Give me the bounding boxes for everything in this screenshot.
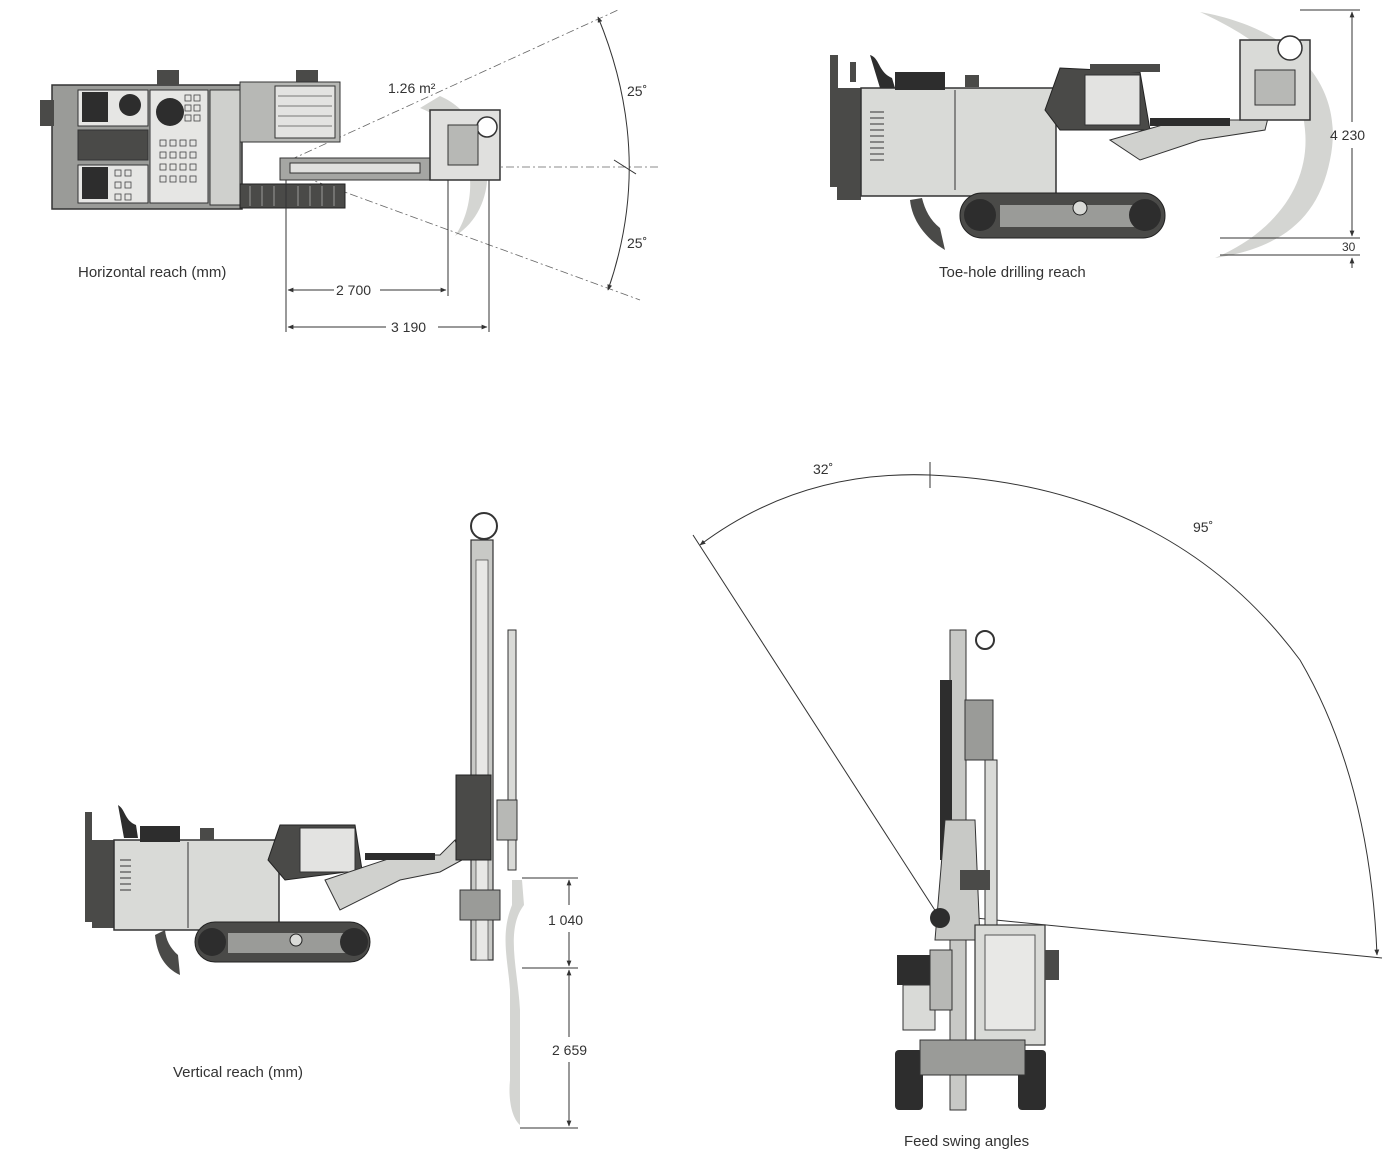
feed-swing-caption: Feed swing angles (904, 1133, 1029, 1150)
horizontal-angle-upper: 25˚ (627, 83, 647, 99)
horizontal-dim-inner: 2 700 (336, 282, 371, 298)
vertical-dim-upper: 1 040 (548, 912, 583, 928)
horizontal-caption: Horizontal reach (mm) (78, 264, 226, 281)
vertical-reach-zone (505, 880, 524, 1125)
machine-side-view-vertical (85, 512, 518, 975)
vertical-reach-panel: 1 040 2 659 Vertical reach (mm) (85, 512, 587, 1129)
feed-swing-panel: 32˚ 95˚ Feed swing angles (692, 461, 1383, 1150)
horizontal-angle-lower: 25˚ (627, 235, 647, 251)
vertical-caption: Vertical reach (mm) (173, 1064, 303, 1081)
vertical-dim-lower: 2 659 (552, 1042, 587, 1058)
toe-hole-dim-below: 30 (1342, 240, 1356, 254)
feed-swing-arc (699, 474, 1380, 956)
horizontal-dim-outer: 3 190 (391, 319, 426, 335)
toe-hole-caption: Toe-hole drilling reach (939, 264, 1086, 281)
horizontal-reach-panel: 1.26 m² 25˚ 25˚ 2 700 3 190 Horizontal r… (40, 9, 660, 335)
machine-side-view-top (830, 35, 1311, 250)
horizontal-area-label: 1.26 m² (388, 80, 436, 96)
toe-hole-dim-height: 4 230 (1330, 127, 1365, 143)
machine-front-view (895, 629, 1059, 1111)
horizontal-angle-arc (597, 16, 630, 291)
feed-swing-angle-left: 32˚ (813, 461, 833, 477)
machine-top-view (40, 70, 501, 210)
feed-swing-angle-right: 95˚ (1193, 519, 1213, 535)
toe-hole-panel: 4 230 30 Toe-hole drilling reach (830, 9, 1365, 281)
